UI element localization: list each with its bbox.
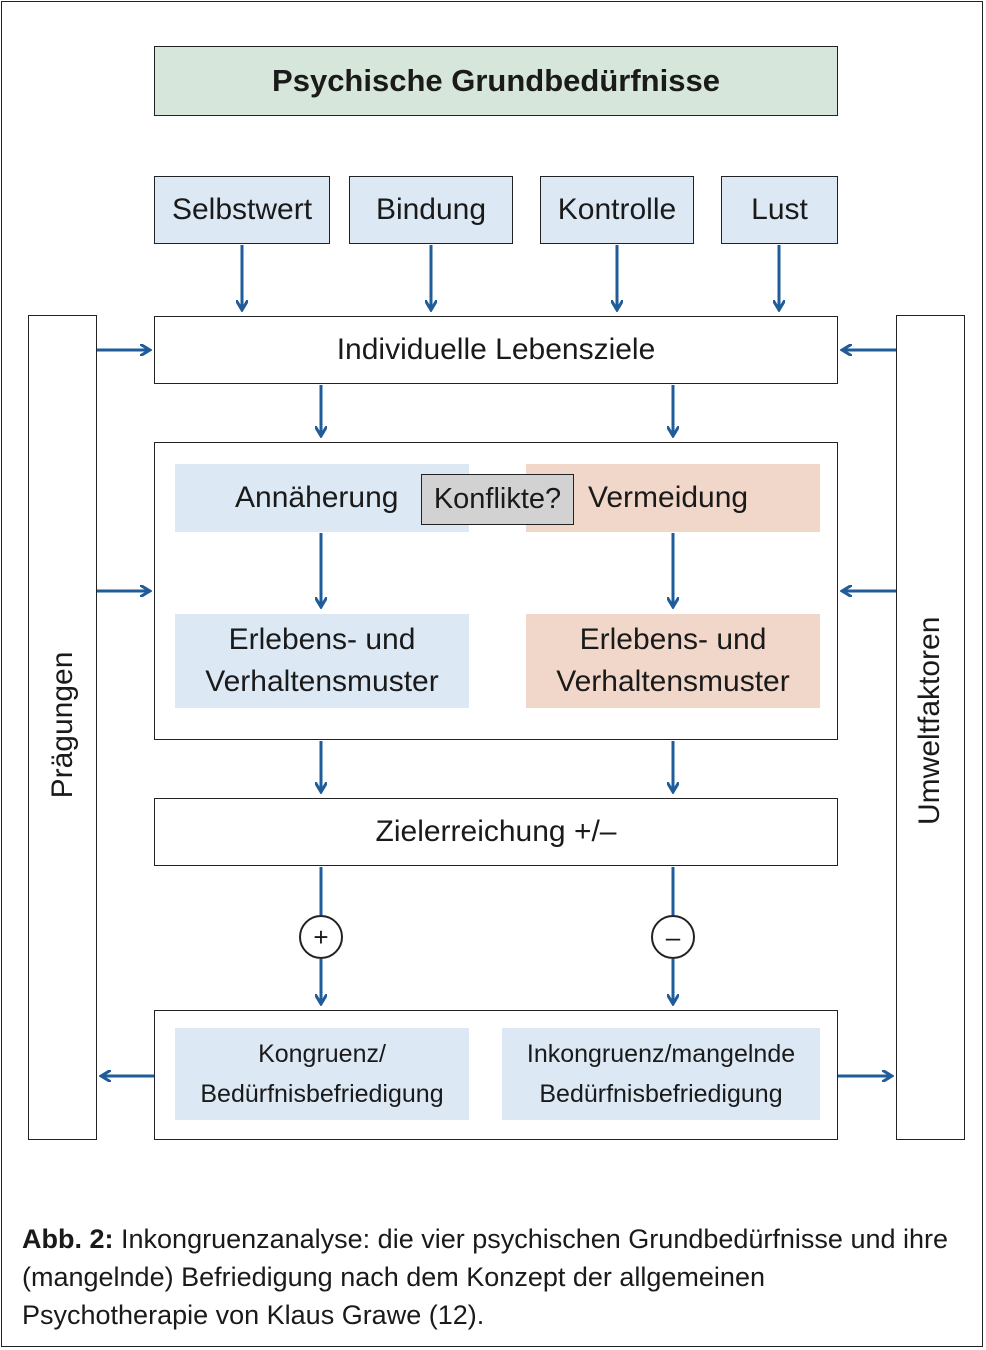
caption-label: Abb. 2:	[22, 1224, 114, 1254]
pattern-line: Verhaltensmuster	[205, 665, 439, 698]
goal-label: Zielerreichung +/–	[375, 815, 617, 848]
lebensziele-label: Individuelle Lebensziele	[336, 333, 656, 366]
approach-label: Annäherung	[235, 481, 399, 514]
outcome-line: Kongruenz/	[258, 1040, 386, 1068]
lebensziele-box: Individuelle Lebensziele	[154, 316, 838, 384]
figure-caption: Abb. 2: Inkongruenzanalyse: die vier psy…	[22, 1220, 952, 1334]
plus-sign: +	[313, 921, 329, 952]
avoidance-box: Vermeidung	[526, 464, 820, 532]
diagram-title: Psychische Grundbedürfnisse	[154, 46, 838, 116]
outcome-congruence-box: Kongruenz/ Bedürfnisbefriedigung	[175, 1028, 469, 1120]
need-selbstwert: Selbstwert	[154, 176, 330, 244]
need-label: Lust	[751, 193, 808, 226]
need-label: Kontrolle	[557, 193, 677, 226]
pattern-line: Verhaltensmuster	[556, 665, 790, 698]
caption-text: Inkongruenzanalyse: die vier psychischen…	[22, 1224, 949, 1330]
side-bar-praegungen	[28, 315, 97, 1140]
need-lust: Lust	[721, 176, 838, 244]
outcome-incongruence-box: Inkongruenz/mangelnde Bedürfnisbefriedig…	[502, 1028, 820, 1120]
outcome-line: Bedürfnisbefriedigung	[539, 1080, 783, 1108]
need-label: Bindung	[375, 193, 487, 226]
need-kontrolle: Kontrolle	[540, 176, 694, 244]
pattern-avoidance-box: Erlebens- und Verhaltensmuster	[526, 614, 820, 708]
plus-circle: +	[299, 915, 343, 959]
pattern-approach-box: Erlebens- und Verhaltensmuster	[175, 614, 469, 708]
need-bindung: Bindung	[349, 176, 513, 244]
conflict-label: Konflikte?	[433, 483, 562, 515]
minus-sign: –	[665, 921, 681, 952]
need-label: Selbstwert	[171, 193, 313, 226]
outcome-line: Bedürfnisbefriedigung	[200, 1080, 444, 1108]
outcome-line: Inkongruenz/mangelnde	[526, 1040, 796, 1068]
minus-circle: –	[651, 915, 695, 959]
pattern-line: Erlebens- und	[579, 623, 767, 656]
goal-box: Zielerreichung +/–	[154, 798, 838, 866]
avoidance-label: Vermeidung	[588, 481, 749, 514]
pattern-line: Erlebens- und	[228, 623, 416, 656]
side-bar-umweltfaktoren	[896, 315, 965, 1140]
conflict-box: Konflikte?	[421, 474, 574, 525]
diagram-title-text: Psychische Grundbedürfnisse	[272, 63, 720, 98]
approach-box: Annäherung	[175, 464, 469, 532]
